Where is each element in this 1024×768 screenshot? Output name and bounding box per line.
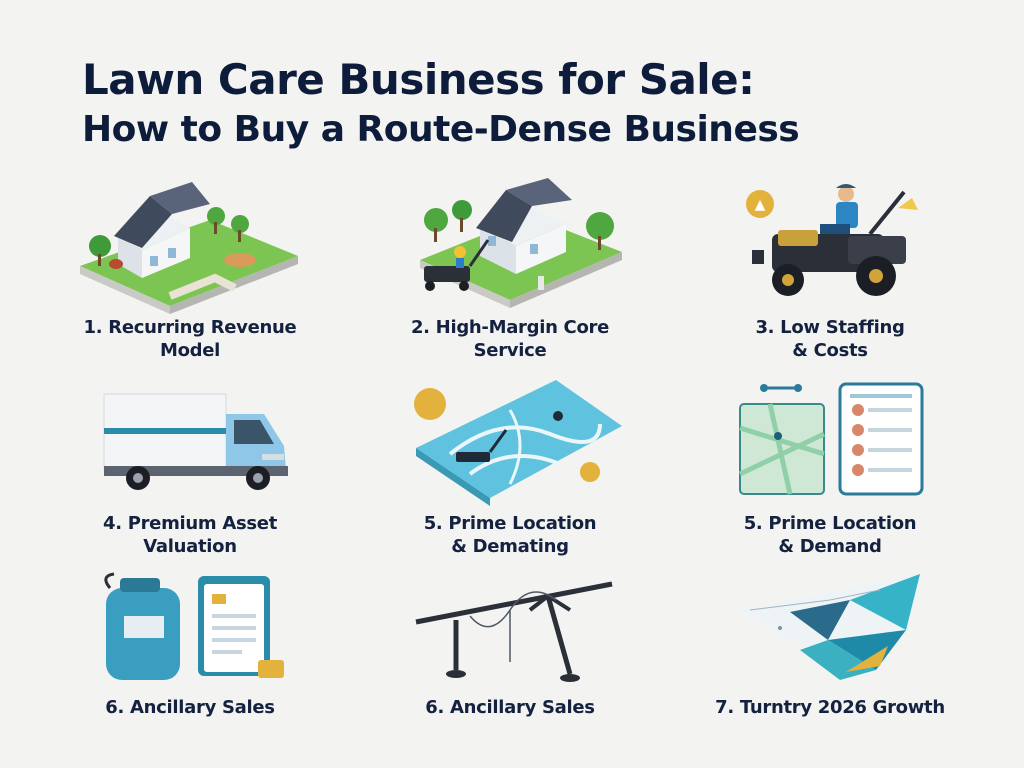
caption-line-2: Service — [473, 340, 547, 361]
title-line-1: Lawn Care Business for Sale: — [82, 55, 755, 104]
caption-line-1: 6. Ancillary Sales — [425, 697, 595, 718]
caption-line-1: 1. Recurring Revenue — [83, 317, 297, 338]
caption-line-2: & Costs — [792, 340, 868, 361]
caption-line-1: 7. Turntry 2026 Growth — [715, 697, 945, 718]
caption-line-2: Valuation — [143, 536, 237, 557]
fertilizer-tank-clipboard-icon — [40, 570, 340, 710]
caption-line-1: 2. High-Margin Core — [410, 317, 610, 338]
map-customer-list-icon — [680, 374, 980, 514]
caption-line-2: & Demand — [778, 536, 882, 557]
caption-line-1: 5. Prime Location — [743, 513, 917, 534]
page-title: Lawn Care Business for Sale: How to Buy … — [82, 56, 962, 154]
caption-line-2: & Demating — [451, 536, 569, 557]
title-line-2: How to Buy a Route-Dense Business — [82, 109, 800, 150]
caption-line-1: 3. Low Staffing — [755, 317, 905, 338]
item-caption: 3. Low Staffing & Costs — [680, 316, 980, 362]
house-mower-icon — [360, 178, 660, 318]
caption-line-1: 4. Premium Asset — [102, 513, 278, 534]
box-truck-icon — [40, 374, 340, 514]
caption-line-1: 6. Ancillary Sales — [105, 697, 275, 718]
item-caption: 1. Recurring Revenue Model — [40, 316, 340, 362]
growth-chart-icon — [680, 570, 980, 710]
caption-line-2: Model — [159, 340, 221, 361]
sprinkler-frame-icon — [360, 570, 660, 710]
item-caption: 2. High-Margin Core Service — [360, 316, 660, 362]
caption-line-1: 5. Prime Location — [423, 513, 597, 534]
route-map-icon — [360, 374, 660, 514]
item-caption: 6. Ancillary Sales — [360, 696, 660, 719]
svg-text:▲: ▲ — [755, 197, 766, 213]
item-caption: 6. Ancillary Sales — [40, 696, 340, 719]
item-caption: 5. Prime Location & Demating — [360, 512, 660, 558]
item-caption: 4. Premium Asset Valuation — [40, 512, 340, 558]
riding-mower-icon: ▲ — [680, 178, 980, 318]
item-caption: 7. Turntry 2026 Growth — [680, 696, 980, 719]
item-caption: 5. Prime Location & Demand — [680, 512, 980, 558]
house-lawn-icon — [40, 178, 340, 318]
